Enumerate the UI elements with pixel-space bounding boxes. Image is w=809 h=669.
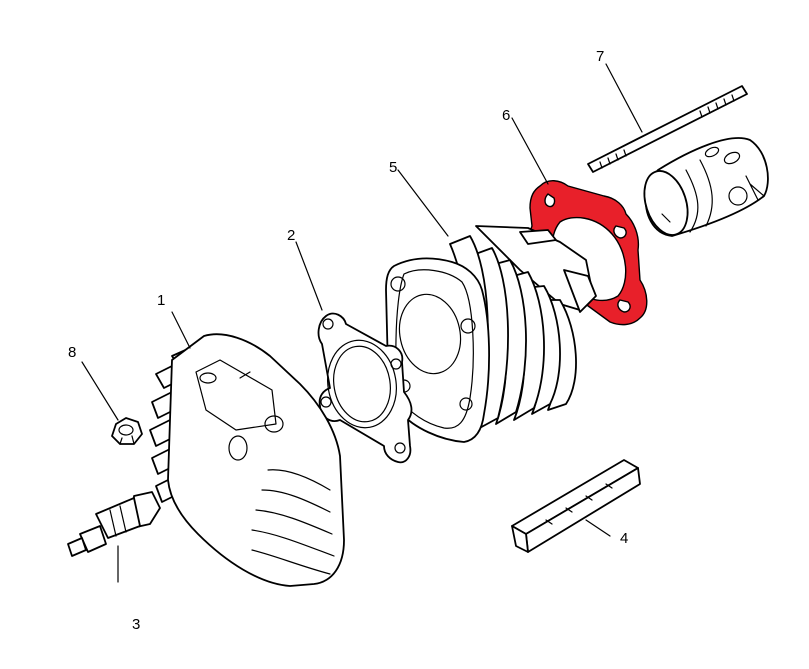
stud-bolt[interactable] — [587, 85, 748, 173]
callout-5: 5 — [389, 159, 397, 176]
cylinder-base-gasket[interactable] — [528, 180, 648, 326]
callout-labels: 1 2 3 4 5 6 7 8 — [68, 48, 628, 633]
callout-2: 2 — [287, 227, 295, 244]
callout-4: 4 — [620, 530, 628, 547]
piston[interactable] — [637, 137, 769, 241]
callout-1: 1 — [157, 292, 165, 309]
cylinder-head-gasket[interactable] — [317, 312, 413, 464]
callout-3: 3 — [132, 616, 140, 633]
callout-7: 7 — [596, 48, 604, 65]
leader-lines — [81, 63, 643, 583]
cylinder-head[interactable] — [149, 333, 345, 587]
callout-6: 6 — [502, 107, 510, 124]
reed-block[interactable] — [511, 459, 641, 553]
spark-plug[interactable] — [67, 491, 161, 557]
callout-8: 8 — [68, 344, 76, 361]
cylinder[interactable] — [385, 225, 597, 443]
nut[interactable] — [111, 417, 143, 445]
